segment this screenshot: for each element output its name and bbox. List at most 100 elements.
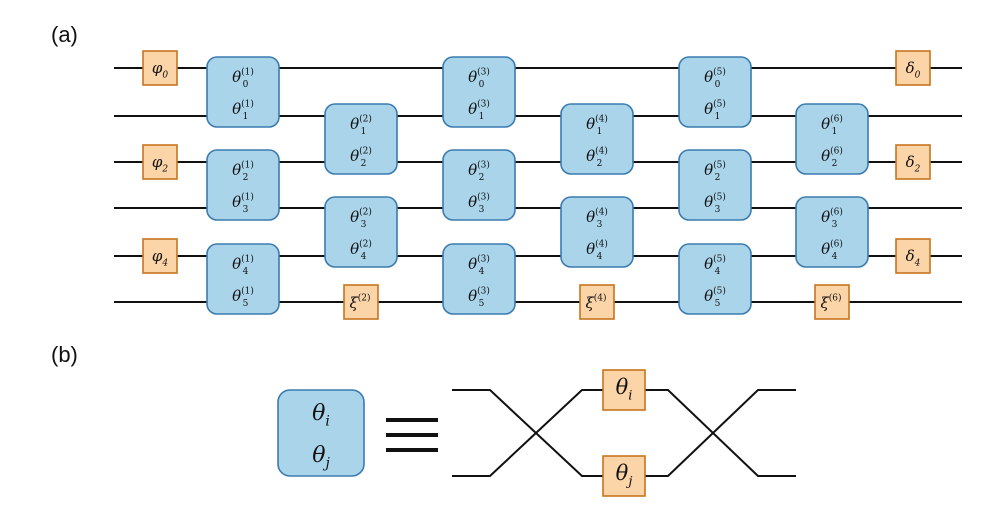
theta-label: θ(1)2: [232, 159, 254, 183]
mzi-rect: [442, 56, 516, 128]
theta-label: θ(2)3: [350, 206, 372, 230]
mzi-rect: [678, 243, 752, 315]
panel-a-label: (a): [51, 22, 78, 47]
phase-box: [142, 144, 178, 180]
theta-label: θ(3)2: [468, 159, 490, 183]
theta-label: θ(1)5: [232, 285, 254, 309]
input-phase-shifter: φ2: [142, 144, 178, 180]
panel-b-label: (b): [51, 342, 78, 367]
delta-label: δ0: [906, 59, 921, 80]
mzi-rect: [277, 389, 365, 477]
phase-shifters: φ0 φ2 φ4 δ0 δ2 δ4 ξ(2) ξ(4) ξ(6): [142, 50, 931, 320]
phase-box: [814, 284, 850, 320]
phase-box: [343, 284, 379, 320]
mzi-rect: [206, 56, 280, 128]
theta-label: θ(2)2: [350, 145, 372, 169]
theta-label: θ(6)1: [821, 113, 843, 137]
xi-phase-shifter: ξ(4): [579, 284, 615, 320]
theta-label: θ(5)3: [704, 191, 726, 215]
phi-label: φ2: [152, 153, 169, 174]
theta-label: θ(5)1: [704, 98, 726, 122]
mzi-block-2-12: θ(2)1 θ(2)2: [324, 103, 398, 175]
theta-label: θ(6)2: [821, 145, 843, 169]
theta-label: θ(5)5: [704, 285, 726, 309]
theta-label: θ(1)1: [232, 98, 254, 122]
mzi-rect: [795, 103, 869, 175]
phase-box: [895, 238, 931, 274]
theta-label: θ(4)1: [586, 113, 608, 137]
phase-box: [142, 50, 178, 86]
phase-box: [142, 238, 178, 274]
output-phase-shifter: δ2: [895, 144, 931, 180]
mzi-rect: [795, 196, 869, 268]
mzi-block-1-45: θ(1)4 θ(1)5: [206, 243, 280, 315]
delta-label: δ2: [906, 153, 921, 174]
theta-label: θ(4)4: [586, 238, 608, 262]
mzi-rect: [324, 196, 398, 268]
xi-phase-shifter: ξ(6): [814, 284, 850, 320]
output-phase-shifter: δ0: [895, 50, 931, 86]
theta-label: θ(2)4: [350, 238, 372, 262]
mzi-block-2-34: θ(2)3 θ(2)4: [324, 196, 398, 268]
phase-box: [895, 144, 931, 180]
mzi-rect: [206, 149, 280, 221]
phase-shifter-i: θi: [602, 369, 646, 411]
mzi-rect: [206, 243, 280, 315]
theta-label: θ(1)3: [232, 191, 254, 215]
phi-label: φ0: [152, 59, 169, 80]
delta-label: δ4: [906, 247, 921, 268]
mzi-block-6-12: θ(6)1 θ(6)2: [795, 103, 869, 175]
shifter-label: θi: [616, 375, 633, 403]
theta-i-label: θi: [312, 401, 330, 430]
phi-label: φ4: [152, 247, 169, 268]
theta-label: θ(5)0: [704, 66, 726, 90]
theta-label: θ(3)0: [468, 66, 490, 90]
mzi-rect: [678, 149, 752, 221]
theta-label: θ(6)3: [821, 206, 843, 230]
theta-label: θ(1)4: [232, 253, 254, 277]
theta-label: θ(5)4: [704, 253, 726, 277]
mzi-block-3-45: θ(3)4θ(3)5: [442, 243, 516, 315]
xi-label: ξ(4): [585, 292, 606, 312]
mzi-block-1-23: θ(1)2 θ(1)3: [206, 149, 280, 221]
phase-box: [579, 284, 615, 320]
mzi-block-4-12: θ(4)1θ(4)2: [560, 103, 634, 175]
input-phase-shifter: φ0: [142, 50, 178, 86]
mzi-rect: [324, 103, 398, 175]
xi-phase-shifter: ξ(2): [343, 284, 379, 320]
theta-label: θ(6)4: [821, 238, 843, 262]
phase-shifter-j: θj: [602, 455, 646, 497]
theta-label: θ(2)1: [350, 113, 372, 137]
mzi-block-5-45: θ(5)4 θ(5)5: [678, 243, 752, 315]
mzi-rect: [560, 103, 634, 175]
mzi-block-4-34: θ(4)3 θ(4)4: [560, 196, 634, 268]
theta-label: θ(3)4: [468, 253, 490, 277]
theta-label: θ(3)1: [468, 98, 490, 122]
xi-label: ξ(2): [349, 292, 370, 312]
mzi-block-generic: θi θj: [277, 389, 365, 477]
mzi-blocks: θ(1)0 θ(1)1 θ(1)2 θ(1)3 θ(1)4 θ(1)5 θ(2)1 θ(2)2…: [206, 56, 869, 315]
theta-label: θ(1)0: [232, 66, 254, 90]
mzi-equivalence: θi θj θi θj: [277, 369, 796, 497]
mzi-block-5-23: θ(5)2 θ(5)3: [678, 149, 752, 221]
theta-label: θ(4)3: [586, 206, 608, 230]
phase-box: [602, 369, 646, 411]
mzi-block-1-01: θ(1)0 θ(1)1: [206, 56, 280, 128]
phase-box: [602, 455, 646, 497]
mzi-rect: [442, 149, 516, 221]
shifter-label: θj: [616, 461, 633, 489]
mzi-rect: [678, 56, 752, 128]
phase-box: [895, 50, 931, 86]
mzi-block-5-01: θ(5)0 θ(5)1: [678, 56, 752, 128]
mzi-block-6-34: θ(6)3 θ(6)4: [795, 196, 869, 268]
mzi-rect: [442, 243, 516, 315]
waveguide-b-2: [452, 389, 796, 477]
xi-label: ξ(6): [820, 292, 841, 312]
theta-label: θ(3)3: [468, 191, 490, 215]
theta-label: θ(5)2: [704, 159, 726, 183]
output-phase-shifter: δ4: [895, 238, 931, 274]
theta-j-label: θj: [312, 443, 330, 472]
mzi-block-3-23: θ(3)2 θ(3)3: [442, 149, 516, 221]
input-phase-shifter: φ4: [142, 238, 178, 274]
